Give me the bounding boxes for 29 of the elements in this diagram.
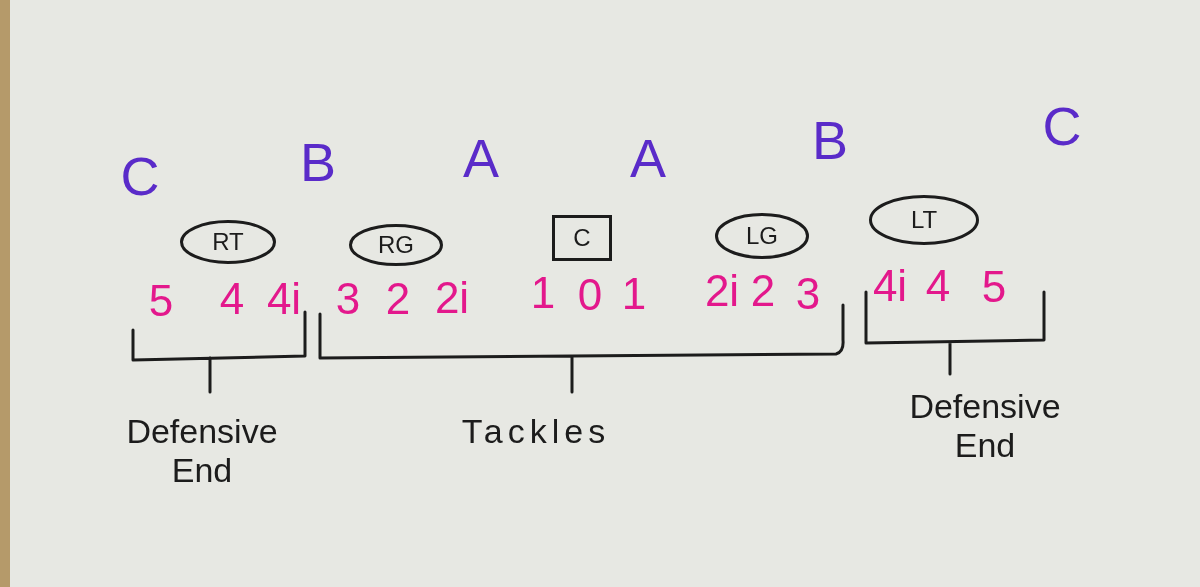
gap-letter: C bbox=[1042, 99, 1082, 153]
technique-number: 5 bbox=[981, 265, 1007, 309]
technique-number: 1 bbox=[530, 271, 556, 315]
technique-number: 3 bbox=[795, 272, 821, 316]
group-label: Tackles bbox=[460, 412, 612, 452]
technique-number: 2 bbox=[385, 277, 411, 321]
position-ellipse: RT bbox=[180, 220, 276, 264]
gap-letter: B bbox=[812, 113, 848, 167]
gap-letter: A bbox=[463, 131, 499, 185]
position-ellipse: LG bbox=[715, 213, 809, 259]
technique-number: 2 bbox=[750, 269, 776, 313]
position-box: C bbox=[552, 215, 612, 261]
gap-letter: B bbox=[300, 135, 336, 189]
gap-letter: A bbox=[630, 131, 666, 185]
gap-letter: C bbox=[120, 149, 160, 203]
group-label: Defensive End bbox=[908, 386, 1062, 466]
technique-number: 4 bbox=[219, 277, 245, 321]
technique-number: 5 bbox=[148, 279, 174, 323]
position-ellipse: RG bbox=[349, 224, 443, 266]
technique-number: 2i bbox=[434, 276, 470, 320]
position-ellipse: LT bbox=[869, 195, 979, 245]
technique-number: 4i bbox=[266, 277, 302, 321]
technique-number: 2i bbox=[704, 269, 740, 313]
technique-number: 4i bbox=[872, 264, 908, 308]
technique-number: 0 bbox=[577, 273, 603, 317]
group-label: Defensive End bbox=[125, 411, 279, 491]
technique-number: 3 bbox=[335, 277, 361, 321]
technique-number: 1 bbox=[621, 272, 647, 316]
technique-number: 4 bbox=[925, 264, 951, 308]
